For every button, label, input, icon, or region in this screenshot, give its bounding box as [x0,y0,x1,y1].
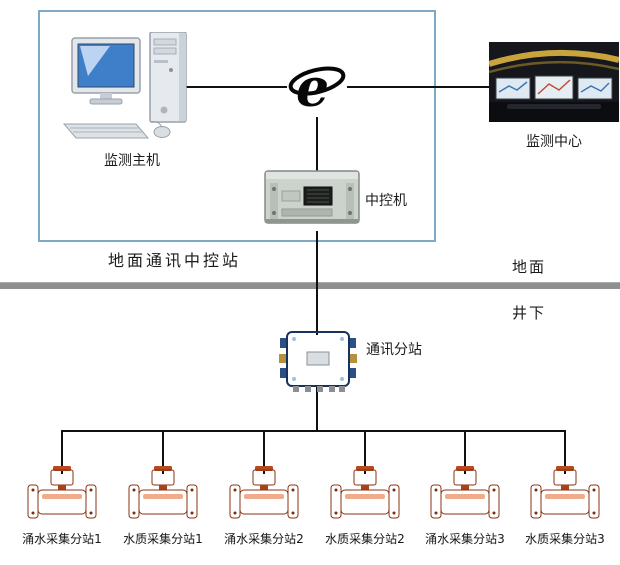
substation-label: 水质采集分站3 [525,532,605,546]
connector-drop-line [464,430,466,474]
monitoring-center-photo [489,42,619,122]
connector-line-substation-bus [316,385,318,432]
substation-label: 涌水采集分站1 [22,532,102,546]
substation-label: 水质采集分站2 [325,532,405,546]
underground-zone-label: 井下 [512,304,547,322]
flow-sensor-icon [530,466,600,522]
ie-globe-icon: e [287,57,347,117]
substation-label: 涌水采集分站2 [224,532,304,546]
flow-sensor-icon [430,466,500,522]
monitor-center-label: 监测中心 [526,134,582,150]
flow-sensor-icon [330,466,400,522]
comm-substation-icon [279,331,357,392]
connector-drop-line [263,430,265,474]
connector-drop-line [564,430,566,474]
connector-line-control-substation [316,231,318,335]
connector-bus-line [61,430,566,432]
ground-station-label: 地面通讯中控站 [108,251,242,270]
flow-sensor-icon [128,466,198,522]
flow-sensor-icon [27,466,97,522]
desktop-computer-icon [62,32,187,139]
surface-underground-divider [0,282,620,289]
monitor-host-label: 监测主机 [104,153,160,169]
comm-substation-label: 通讯分站 [366,342,422,358]
substation-label: 涌水采集分站3 [425,532,505,546]
connector-drop-line [162,430,164,474]
surface-zone-label: 地面 [512,258,547,276]
connector-line-internet-control [316,88,318,175]
connector-drop-line [61,430,63,474]
connector-drop-line [364,430,366,474]
flow-sensor-icon [229,466,299,522]
substation-label: 水质采集分站1 [123,532,203,546]
rack-server-icon [264,170,360,224]
central-control-label: 中控机 [365,193,407,209]
ground-station-box [38,10,436,242]
